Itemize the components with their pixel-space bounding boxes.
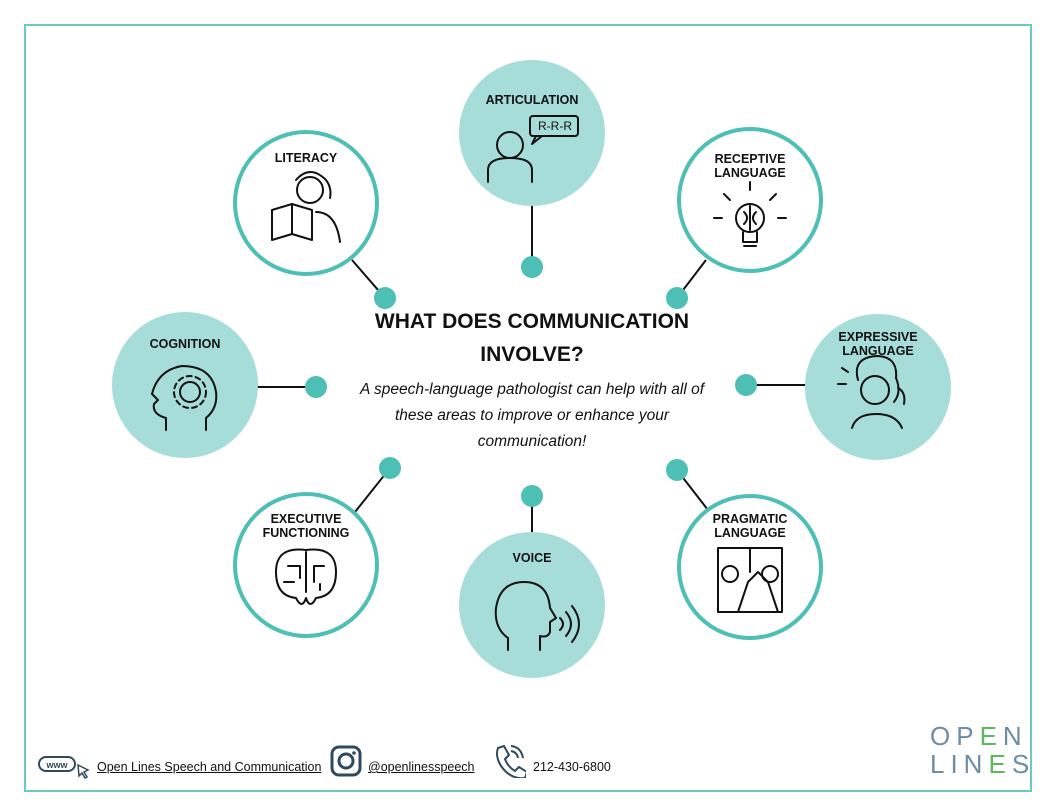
label-literacy: LITERACY xyxy=(274,151,338,165)
label-receptive: RECEPTIVE LANGUAGE xyxy=(714,152,786,180)
label-pragmatic: PRAGMATIC LANGUAGE xyxy=(712,512,788,540)
voice-head-icon xyxy=(494,581,580,651)
circle-receptive xyxy=(677,127,823,273)
dot-voice xyxy=(521,485,543,507)
label-expressive: EXPRESSIVE LANGUAGE xyxy=(838,330,918,358)
phone-number: 212-430-6800 xyxy=(533,760,611,774)
page-border xyxy=(24,24,1032,792)
dot-executive xyxy=(379,457,401,479)
dot-receptive xyxy=(666,287,688,309)
dot-expressive xyxy=(735,374,757,396)
page-title: WHAT DOES COMMUNICATION INVOLVE? xyxy=(374,310,690,366)
label-voice: VOICE xyxy=(512,551,552,565)
circle-articulation xyxy=(459,60,605,206)
instagram-link[interactable]: @openlinesspeech xyxy=(368,760,475,774)
circle-voice xyxy=(459,532,605,678)
brain-maze-icon xyxy=(275,548,337,605)
high-five-icon xyxy=(717,547,783,613)
label-cognition: COGNITION xyxy=(149,337,221,351)
svg-text:www: www xyxy=(45,760,68,770)
label-articulation: ARTICULATION xyxy=(485,93,579,107)
head-gear-icon xyxy=(151,365,218,431)
www-cursor-icon: www xyxy=(38,756,90,779)
dot-pragmatic xyxy=(666,459,688,481)
dot-cognition xyxy=(305,376,327,398)
instagram-icon[interactable] xyxy=(330,745,362,777)
dot-literacy xyxy=(374,287,396,309)
logo-line-1: OPEN xyxy=(930,721,1028,751)
lightbulb-brain-icon xyxy=(713,181,787,247)
circle-expressive xyxy=(805,314,951,460)
talking-woman-icon xyxy=(837,355,906,429)
website-link[interactable]: Open Lines Speech and Communication xyxy=(97,760,322,774)
open-lines-logo: OPEN LINES xyxy=(930,722,1035,778)
reading-person-icon xyxy=(271,171,341,243)
speech-bubble-text: R-R-R xyxy=(538,119,572,133)
phone-icon xyxy=(496,744,526,778)
circle-cognition xyxy=(112,312,258,458)
label-executive: EXECUTIVE FUNCTIONING xyxy=(262,512,350,540)
logo-line-2: LINES xyxy=(930,749,1036,779)
speaking-person-icon xyxy=(487,115,579,183)
dot-articulation xyxy=(521,256,543,278)
subtitle: A speech-language pathologist can help w… xyxy=(359,381,705,450)
